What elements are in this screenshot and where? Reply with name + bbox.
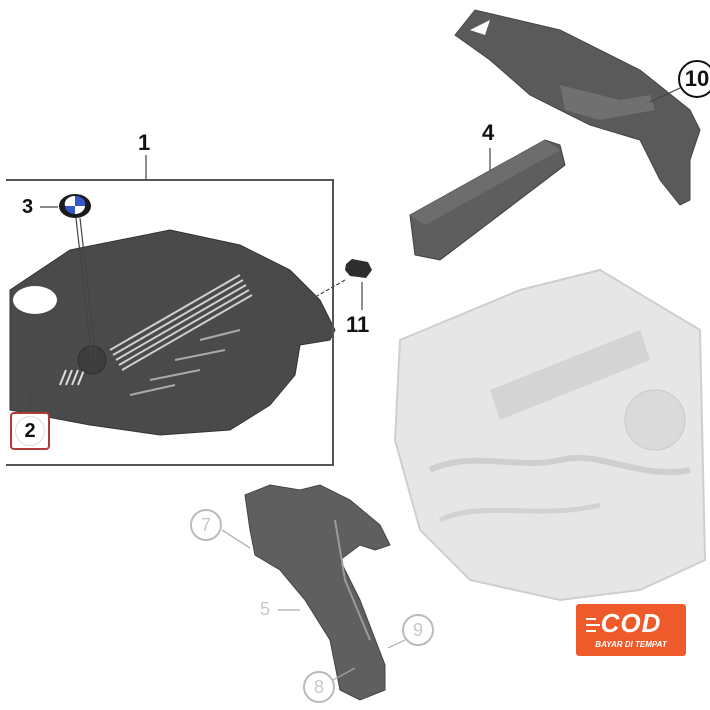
part-2-engine-cover[interactable] (9, 229, 336, 436)
speed-line-icon (586, 630, 596, 632)
part-4-cover-panel[interactable] (409, 139, 566, 261)
label-part-8[interactable]: 8 (303, 671, 335, 703)
label-part-7[interactable]: 7 (190, 509, 222, 541)
label-part-11[interactable]: 11 (346, 312, 370, 337)
leader-lines (29, 87, 681, 412)
label-part-3[interactable]: 3 (22, 196, 34, 218)
part-10-rear-shield[interactable] (454, 9, 701, 206)
leader-lines-grey (221, 529, 406, 681)
part-3-bmw-emblem[interactable] (59, 194, 91, 218)
speed-line-icon (586, 624, 600, 626)
part-11-grommet[interactable] (345, 259, 372, 278)
assembly-1-bracket (6, 179, 334, 466)
label-part-10[interactable]: 10 (678, 60, 710, 98)
speed-line-icon (586, 618, 596, 620)
label-part-5[interactable]: 5 (260, 599, 271, 619)
label-part-9[interactable]: 9 (402, 614, 434, 646)
engine-block (393, 268, 707, 602)
cod-badge: COD BAYAR DI TEMPAT (576, 604, 686, 656)
cod-title: COD (600, 608, 662, 638)
label-part-2: 2 (15, 416, 45, 446)
label-part-2-highlighted[interactable]: 2 (10, 412, 50, 450)
part-5-side-shield[interactable] (244, 484, 391, 701)
label-part-4[interactable]: 4 (482, 120, 495, 145)
label-part-1[interactable]: 1 (138, 130, 151, 155)
cod-subtitle: BAYAR DI TEMPAT (595, 640, 667, 649)
